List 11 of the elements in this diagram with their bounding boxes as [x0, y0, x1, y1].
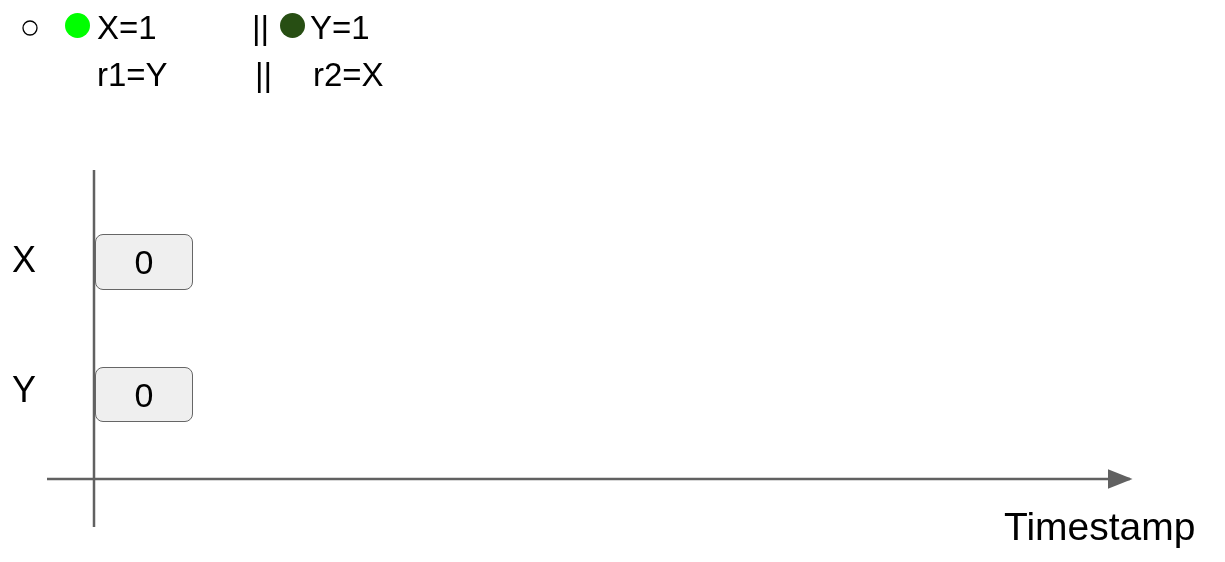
- statement-text: r2=X: [313, 58, 384, 91]
- statement-text: X=1: [97, 11, 157, 44]
- parallel-separator: ||: [255, 58, 273, 91]
- value-box: 0: [95, 234, 193, 290]
- statement-text: r1=Y: [97, 58, 168, 91]
- row-label: Y: [12, 372, 36, 408]
- value-box: 0: [95, 367, 193, 422]
- axis-label: Timestamp: [1004, 507, 1196, 546]
- row-label: X: [12, 242, 36, 278]
- statement-text: Y=1: [310, 11, 370, 44]
- parallel-separator: ||: [252, 11, 270, 44]
